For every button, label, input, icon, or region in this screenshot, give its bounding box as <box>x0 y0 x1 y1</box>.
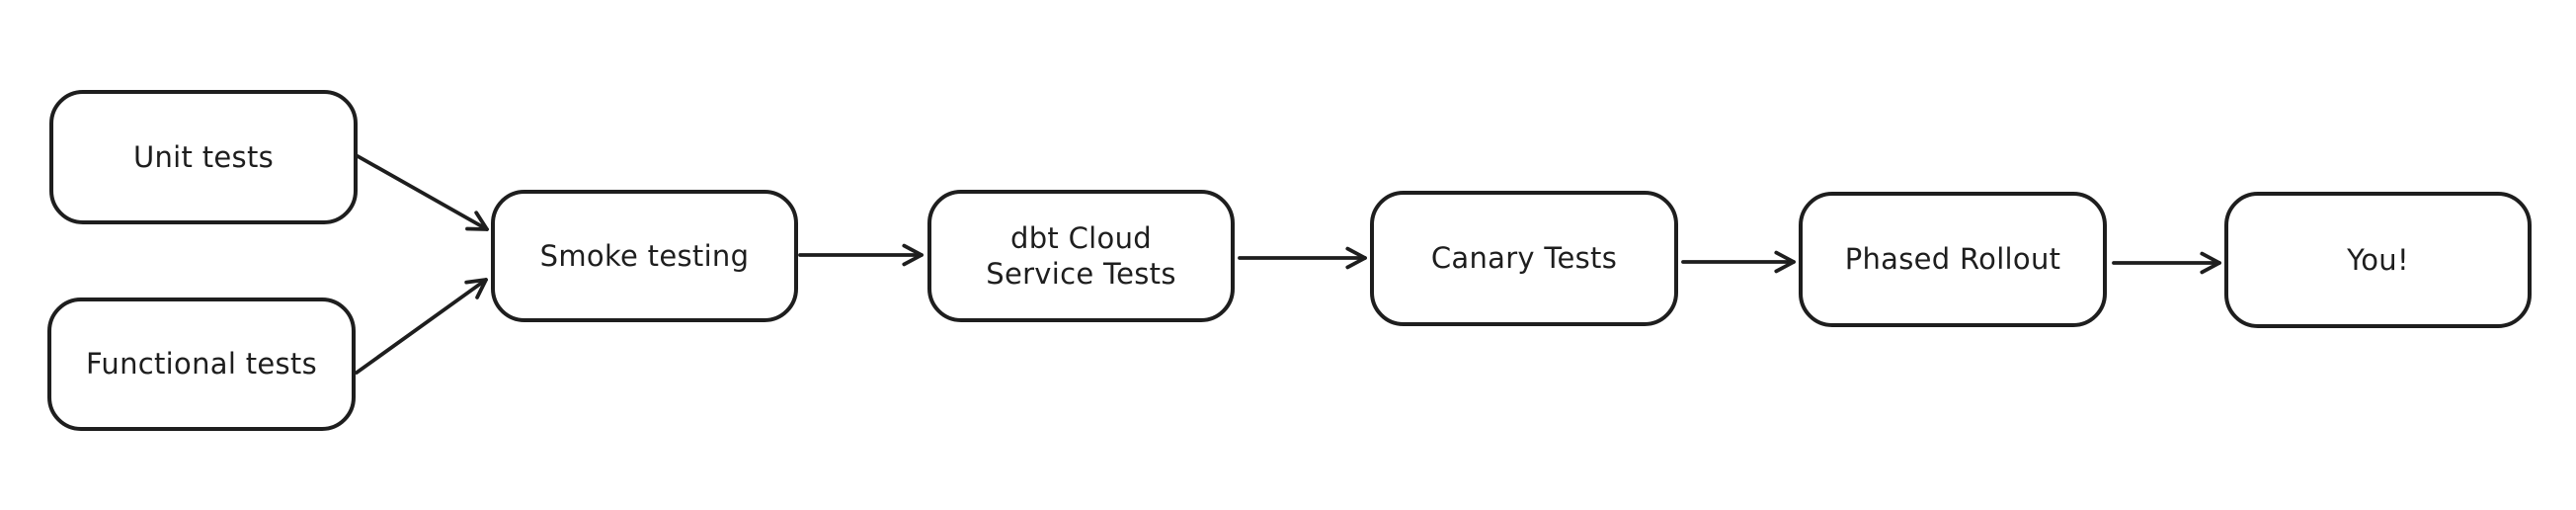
node-canary-tests: Canary Tests <box>1370 191 1678 326</box>
arrow-functional-tests-to-smoke-testing <box>355 278 488 375</box>
node-label: Unit tests <box>132 139 275 174</box>
node-phased-rollout: Phased Rollout <box>1799 192 2107 327</box>
node-label-line1: dbt Cloud <box>1010 220 1152 255</box>
node-label: Phased Rollout <box>1844 242 2061 277</box>
arrow-canary-tests-to-phased-rollout <box>1681 250 1796 274</box>
arrow-dbt-cloud-to-canary-tests <box>1238 246 1367 270</box>
node-functional-tests: Functional tests <box>47 298 356 431</box>
node-label: Canary Tests <box>1430 241 1618 276</box>
arrow-smoke-testing-to-dbt-cloud <box>798 243 924 267</box>
node-label: Functional tests <box>86 347 317 382</box>
node-smoke-testing: Smoke testing <box>491 190 798 322</box>
node-label-line2: Service Tests <box>986 257 1176 291</box>
node-unit-tests: Unit tests <box>49 90 358 224</box>
node-dbt-cloud-service-tests: dbt Cloud Service Tests <box>927 190 1235 322</box>
node-you: You! <box>2224 192 2532 328</box>
arrow-phased-rollout-to-you <box>2112 251 2221 275</box>
node-label: Smoke testing <box>539 238 750 273</box>
node-label: You! <box>2347 242 2409 277</box>
arrow-unit-tests-to-smoke-testing <box>356 154 489 231</box>
